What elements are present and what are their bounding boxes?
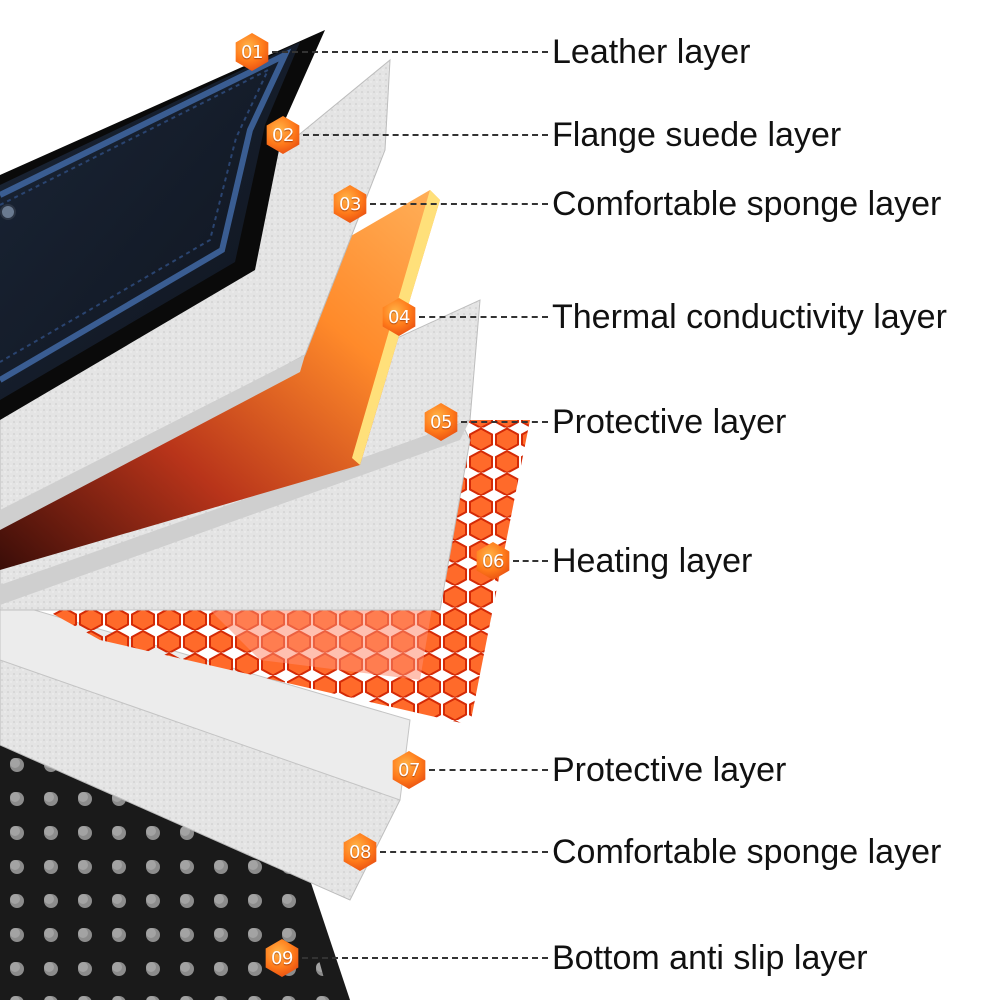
layer-07-shape	[0, 599, 411, 801]
layer-number-badge: 04	[382, 298, 416, 336]
leader-line	[380, 851, 548, 853]
layer-label: Comfortable sponge layer	[552, 833, 942, 871]
layer-label: Comfortable sponge layer	[552, 185, 942, 223]
layer-label: Protective layer	[552, 403, 787, 441]
layer-label: Leather layer	[552, 33, 751, 71]
layer-label: Flange suede layer	[552, 116, 842, 154]
leader-line	[272, 51, 548, 53]
leader-line	[513, 560, 548, 562]
leader-line	[461, 421, 548, 423]
leader-line	[302, 957, 548, 959]
leader-line	[419, 316, 548, 318]
layer-label: Thermal conductivity layer	[552, 298, 947, 336]
layer-label: Heating layer	[552, 542, 753, 580]
leader-line	[303, 134, 548, 136]
layer-01-shape	[0, 30, 325, 420]
layer-label: Protective layer	[552, 751, 787, 789]
leader-line	[429, 769, 548, 771]
layer-label: Bottom anti slip layer	[552, 939, 868, 977]
layer-number-badge: 05	[424, 403, 458, 441]
leader-line	[370, 203, 548, 205]
